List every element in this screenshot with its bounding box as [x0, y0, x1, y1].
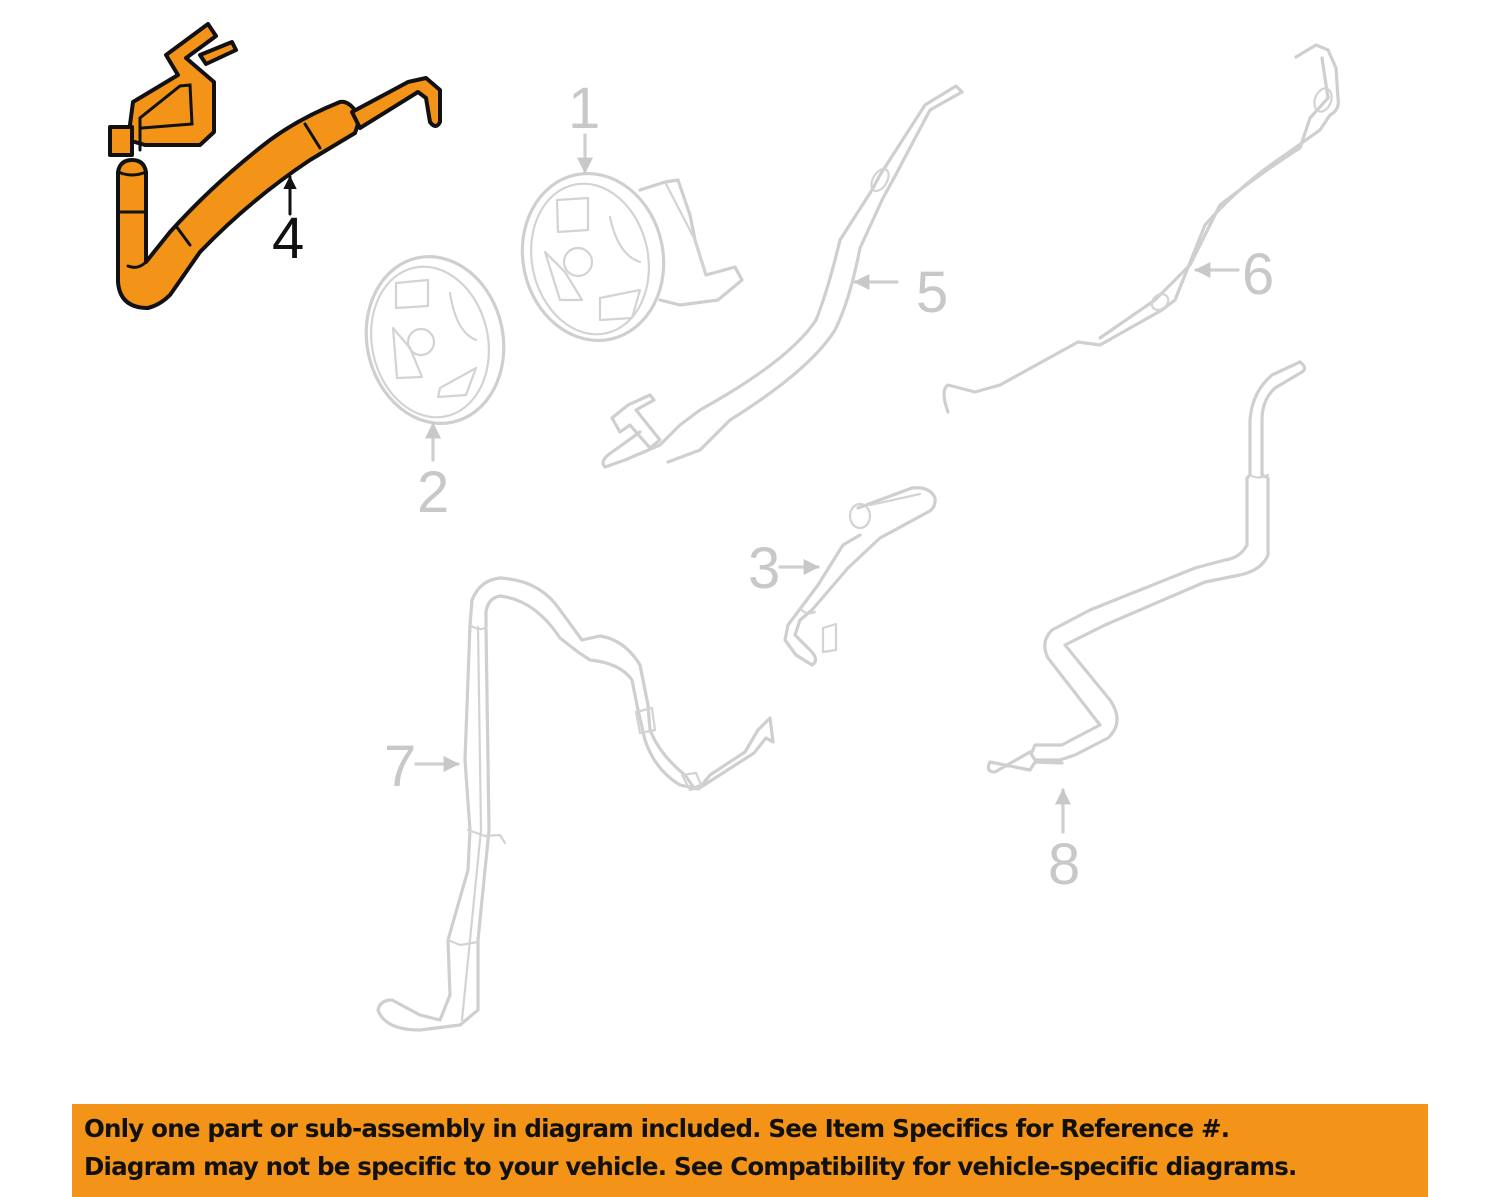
part-7-hose-assembly[interactable] — [376, 576, 775, 1032]
disclaimer-banner: Only one part or sub-assembly in diagram… — [72, 1104, 1428, 1197]
callout-label-7[interactable]: 7 — [384, 734, 416, 799]
parts-diagram: 4 1 2 5 6 — [108, 22, 1340, 1032]
callout-label-8[interactable]: 8 — [1048, 832, 1080, 897]
part-2-pulley[interactable] — [351, 244, 519, 437]
callout-label-3[interactable]: 3 — [748, 536, 780, 601]
part-1-power-steering-pump[interactable] — [507, 160, 744, 353]
disclaimer-line-1: Only one part or sub-assembly in diagram… — [84, 1114, 1230, 1143]
part-3-return-hose[interactable] — [783, 486, 937, 667]
callout-label-2[interactable]: 2 — [417, 460, 449, 525]
part-4-pressure-hose[interactable] — [108, 22, 442, 310]
part-8-cooler-line[interactable] — [986, 360, 1307, 774]
callout-label-5[interactable]: 5 — [916, 260, 948, 325]
callout-label-1[interactable]: 1 — [568, 76, 600, 141]
callout-label-4[interactable]: 4 — [272, 206, 304, 271]
callout-label-6[interactable]: 6 — [1242, 242, 1274, 307]
part-5-pressure-line[interactable] — [601, 84, 964, 469]
disclaimer-line-2: Diagram may not be specific to your vehi… — [84, 1152, 1297, 1181]
part-6-return-line[interactable] — [942, 43, 1340, 414]
